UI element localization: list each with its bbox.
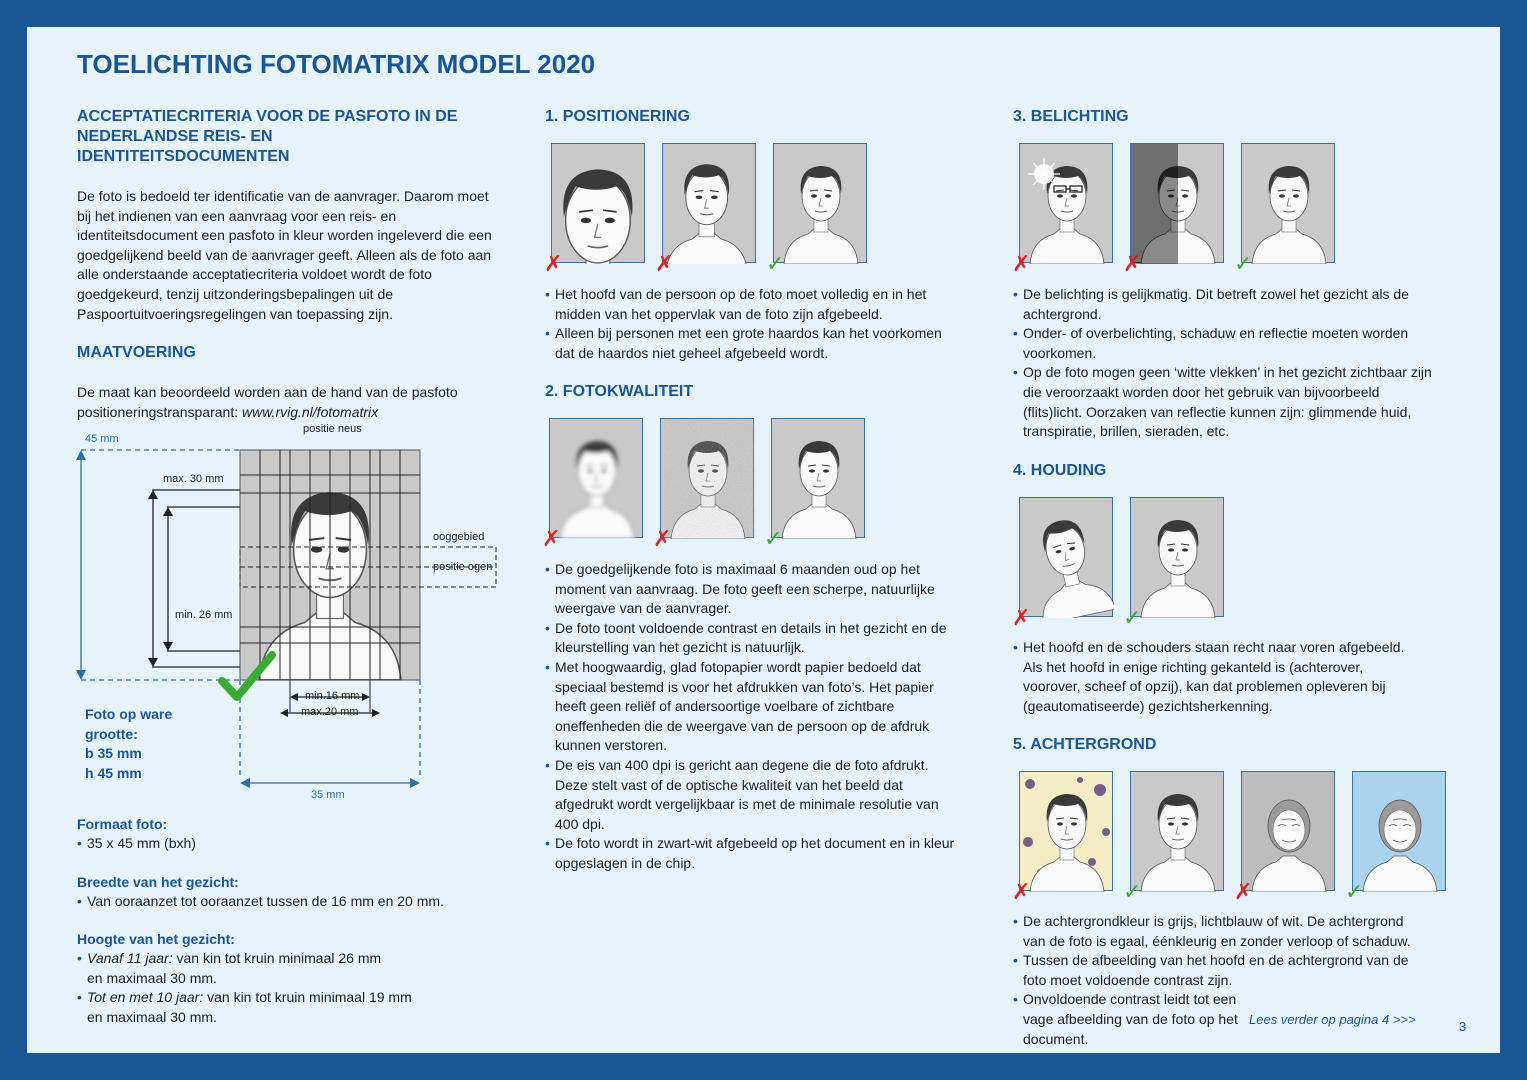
- houding-heading: 4. HOUDING: [1013, 462, 1107, 479]
- maatvoering-text: De maat kan beoordeeld worden aan de han…: [77, 384, 458, 420]
- specs: Formaat foto: 35 x 45 mm (bxh) Breedte v…: [77, 815, 497, 1028]
- photo-low-contrast: ✗: [1234, 771, 1335, 904]
- label-45mm: 45 mm: [85, 433, 119, 445]
- reject-icon: ✗: [1012, 606, 1031, 631]
- hoogte-item-11: Vanaf 11 jaar: van kin tot kruin minimaa…: [77, 949, 397, 988]
- list-item: Het hoofd van de persoon op de foto moet…: [545, 285, 965, 324]
- photo-lightblue-background: ✓: [1345, 771, 1446, 904]
- accept-icon: ✓: [1123, 606, 1142, 631]
- achtergrond-list: De achtergrondkleur is grijs, lichtblauw…: [1013, 912, 1423, 1049]
- list-item: De foto wordt in zwart-wit afgebeeld op …: [545, 834, 955, 873]
- criteria-heading: ACCEPTATIECRITERIA VOOR DE PASFOTO IN DE…: [77, 108, 458, 165]
- column-positionering: 1. POSITIONERING: [545, 107, 965, 127]
- photo-too-close: ✗: [544, 143, 646, 276]
- fotomatrix-link[interactable]: www.rvig.nl/fotomatrix: [242, 403, 379, 420]
- accept-icon: ✓: [1345, 880, 1364, 905]
- reject-icon: ✗: [542, 527, 561, 552]
- list-item: Onder- of overbelichting, schaduw en ref…: [1013, 324, 1433, 363]
- positionering-list: Het hoofd van de persoon op de foto moet…: [545, 285, 965, 363]
- list-item: De achtergrondkleur is grijs, lichtblauw…: [1013, 912, 1423, 951]
- achtergrond-heading: 5. ACHTERGROND: [1013, 736, 1157, 753]
- label-max-30mm: max. 30 mm: [163, 473, 224, 485]
- list-item: Alleen bij personen met een grote haardo…: [545, 324, 965, 363]
- photo-grainy: ✗: [653, 418, 755, 551]
- list-item: De belichting is gelijkmatig. Dit betref…: [1013, 285, 1433, 324]
- positionering-photos: ✗ ✗ ✓: [544, 143, 867, 276]
- photo-shadow: ✗: [1123, 143, 1224, 276]
- reject-icon: ✗: [655, 252, 674, 277]
- label-ooggebied: ooggebied: [433, 531, 485, 543]
- breedte-item: Van ooraanzet tot ooraanzet tussen de 16…: [77, 892, 497, 912]
- photo-patterned-background: ✗: [1012, 771, 1113, 904]
- list-item: Het hoofd en de schouders staan recht na…: [1013, 638, 1413, 716]
- photo-good-quality: ✓: [764, 418, 865, 551]
- accept-icon: ✓: [766, 252, 785, 277]
- reject-icon: ✗: [653, 527, 672, 552]
- photo-straight-head: ✓: [1123, 497, 1224, 630]
- fotokwaliteit-heading: 2. FOTOKWALITEIT: [545, 383, 694, 400]
- reject-icon: ✗: [544, 252, 563, 277]
- label-35mm: 35 mm: [311, 789, 345, 801]
- belichting-heading: 3. BELICHTING: [1013, 108, 1129, 125]
- fotokwaliteit-list: De goedgelijkende foto is maximaal 6 maa…: [545, 560, 955, 874]
- accept-icon: ✓: [764, 527, 783, 552]
- positionering-heading: 1. POSITIONERING: [545, 108, 690, 125]
- formaat-item: 35 x 45 mm (bxh): [77, 834, 497, 854]
- accept-icon: ✓: [1234, 252, 1253, 277]
- label-max-20mm: max.20 mm: [301, 706, 359, 718]
- list-item: Tussen de afbeelding van het hoofd en de…: [1013, 951, 1423, 990]
- list-item: Onvoldoende contrast leidt tot een vage …: [1013, 990, 1253, 1049]
- measurement-diagram: 45 mm positie neus max. 30 mm ooggebied …: [67, 423, 507, 807]
- maatvoering-heading: MAATVOERING: [77, 344, 196, 361]
- list-item: Met hoogwaardig, glad fotopapier wordt p…: [545, 658, 955, 756]
- fotokwaliteit-photos: ✗ ✗ ✓: [542, 418, 865, 551]
- photo-tilted-head: ✗: [1012, 497, 1114, 630]
- belichting-list: De belichting is gelijkmatig. Dit betref…: [1013, 285, 1433, 442]
- label-positie-ogen: positie ogen: [433, 561, 493, 573]
- read-more-link[interactable]: Lees verder op pagina 4 >>>: [1249, 1012, 1416, 1027]
- column-belichting: 3. BELICHTING: [1013, 107, 1453, 127]
- photo-correct-position: ✓: [766, 143, 867, 276]
- achtergrond-photos: ✗ ✓ ✗ ✓: [1012, 771, 1446, 904]
- photo-grey-background: ✓: [1123, 771, 1224, 904]
- list-item: Op de foto mogen geen ‘witte vlekken’ in…: [1013, 363, 1433, 441]
- reject-icon: ✗: [1012, 252, 1031, 277]
- photo-blurred: ✗: [542, 418, 643, 551]
- formaat-heading: Formaat foto:: [77, 816, 168, 832]
- photo-even-light: ✓: [1234, 143, 1335, 276]
- accept-icon: ✓: [1123, 880, 1142, 905]
- label-min-16mm: min.16 mm: [305, 690, 360, 702]
- hoogte-item-10: Tot en met 10 jaar: van kin tot kruin mi…: [77, 988, 417, 1027]
- label-min-26mm: min. 26 mm: [175, 609, 233, 621]
- belichting-photos: ✗ ✗ ✓: [1012, 143, 1335, 276]
- list-item: De goedgelijkende foto is maximaal 6 maa…: [545, 560, 955, 619]
- true-size-note: Foto op ware grootte: b 35 mm h 45 mm: [85, 706, 173, 781]
- column-criteria: ACCEPTATIECRITERIA VOOR DE PASFOTO IN DE…: [77, 107, 507, 420]
- houding-photos: ✗ ✓: [1012, 497, 1224, 630]
- page-number: 3: [1459, 1019, 1467, 1034]
- label-positie-neus: positie neus: [303, 423, 362, 435]
- houding-list: Het hoofd en de schouders staan recht na…: [1013, 638, 1413, 716]
- criteria-intro: De foto is bedoeld ter identificatie van…: [77, 188, 492, 322]
- list-item: De foto toont voldoende contrast en deta…: [545, 619, 955, 658]
- reject-icon: ✗: [1123, 252, 1142, 277]
- list-item: De eis van 400 dpi is gericht aan degene…: [545, 756, 955, 834]
- photo-off-center: ✗: [655, 143, 756, 276]
- page-title: TOELICHTING FOTOMATRIX MODEL 2020: [77, 49, 596, 79]
- measurement-figure: [76, 449, 497, 788]
- page: TOELICHTING FOTOMATRIX MODEL 2020 ACCEPT…: [27, 27, 1500, 1053]
- reject-icon: ✗: [1234, 880, 1253, 905]
- hoogte-heading: Hoogte van het gezicht:: [77, 931, 235, 948]
- reject-icon: ✗: [1012, 880, 1031, 905]
- photo-flash-reflection: ✗: [1012, 143, 1113, 276]
- breedte-heading: Breedte van het gezicht:: [77, 873, 239, 890]
